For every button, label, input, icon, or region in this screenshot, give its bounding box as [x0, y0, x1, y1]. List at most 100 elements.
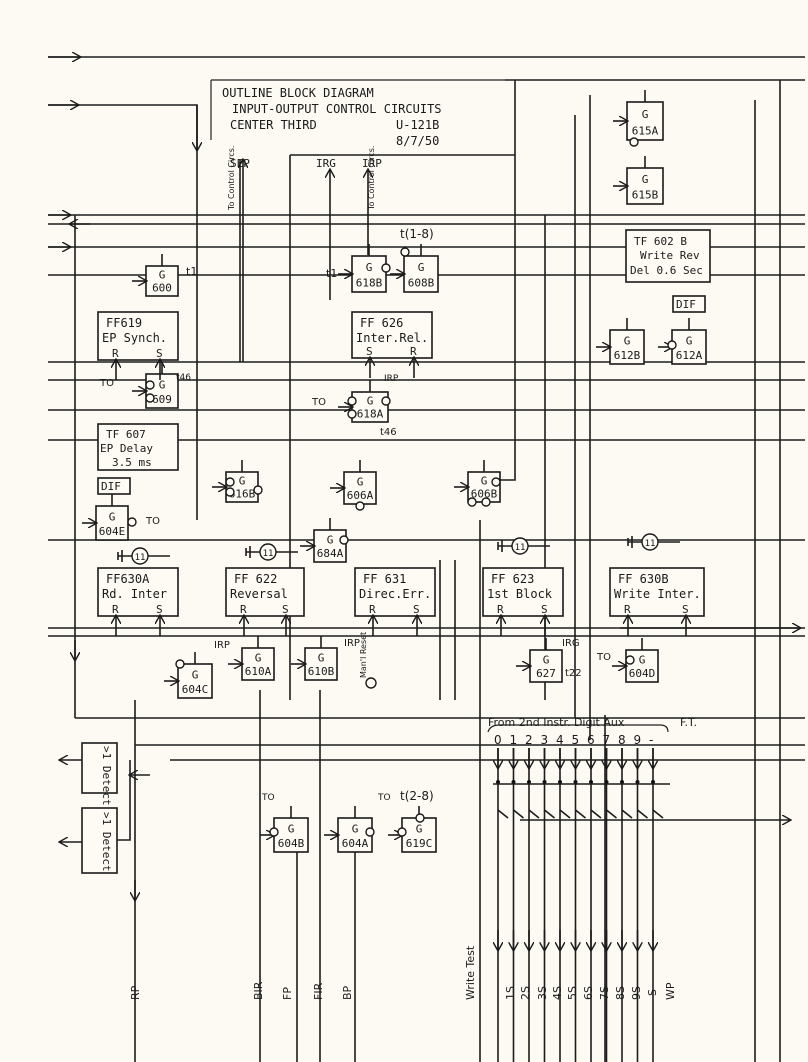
timing-to: TO	[261, 793, 275, 803]
gate-type: G	[416, 822, 423, 835]
gate-id: 610A	[245, 665, 272, 678]
timer-label: TF 602 B	[634, 235, 687, 248]
ff-label: FF 622	[234, 572, 277, 586]
ff-left-terminal: R	[369, 603, 376, 616]
bottom-signal: 2S	[519, 986, 532, 1000]
digit-line-0: 0	[494, 733, 509, 1062]
timer-desc: Write Rev	[640, 249, 700, 262]
gate-type: G	[327, 533, 334, 546]
gate-type: G	[288, 822, 295, 835]
digit-label: 3	[541, 733, 549, 747]
pulse-label: 11	[263, 549, 274, 559]
pulse-label: 11	[515, 543, 526, 553]
digit-label: -	[649, 733, 653, 747]
ff-desc: Inter.Rel.	[356, 331, 428, 345]
bottom-signal: 7S	[598, 986, 611, 1000]
bottom-signal: 9S	[630, 986, 643, 1000]
drawing-date: 8/7/50	[396, 134, 439, 148]
bottom-signal: WP	[664, 982, 677, 1000]
digit-label: 7	[603, 733, 611, 747]
timer-delay: Del 0.6 Sec	[630, 264, 703, 277]
detector-label: >1 Detect	[100, 746, 113, 806]
digit-line-6: 6	[587, 733, 602, 1062]
detector-1: >1 Detect	[81, 742, 118, 806]
timing-t46: t46	[176, 373, 191, 383]
ft-label: F.T.	[680, 716, 697, 729]
inhibit-input	[347, 396, 357, 406]
pulse-label: 11	[135, 553, 146, 563]
gate-id: 606A	[347, 489, 374, 502]
digit-line-7: 7	[603, 733, 617, 1062]
ff-right-terminal: S	[413, 603, 420, 616]
drawing-number: U-121B	[396, 118, 439, 132]
gate-type: G	[255, 651, 262, 664]
digit-label: 6	[587, 733, 595, 747]
digit-line-4: 4	[556, 733, 571, 1062]
digit-label: 5	[572, 733, 580, 747]
ff-desc: Write Inter.	[614, 587, 701, 601]
digit-line-3: 3	[541, 733, 555, 1062]
inhibit-input	[347, 409, 357, 419]
bottom-signal: Write Test	[464, 945, 477, 1000]
digit-line-1: 1	[510, 733, 524, 1062]
timing-to: TO	[145, 516, 160, 527]
gate-id: 615B	[632, 189, 659, 202]
pulse-source: 11	[245, 543, 298, 561]
timing-t46: t46	[380, 427, 397, 438]
signal-irg: IRG	[562, 638, 580, 649]
inhibit-input	[400, 247, 410, 257]
bottom-signal: BP	[341, 985, 354, 1000]
digit-line-8: 8	[618, 733, 633, 1062]
gate-type: G	[367, 395, 374, 408]
timing-t1-8: t(1-8)	[400, 227, 434, 241]
ff-left-terminal: S	[366, 345, 373, 358]
ff-desc: EP Synch.	[102, 331, 167, 345]
gate-id: 606B	[471, 488, 498, 501]
gate-type: G	[357, 475, 364, 488]
timer-tf607: TF 607 EP Delay 3.5 ms	[97, 423, 179, 471]
gate-id: 604A	[342, 837, 369, 850]
gate-id: 619C	[406, 837, 433, 850]
ff-right-terminal: R	[410, 345, 417, 358]
pulse-source: 11	[497, 537, 550, 555]
gate-id: 608B	[408, 277, 435, 290]
bottom-signal: 5S	[566, 986, 579, 1000]
inhibit-input	[269, 827, 279, 837]
digit-line-10: -	[649, 733, 664, 1062]
digit-label: 4	[556, 733, 564, 747]
digit-label: 9	[634, 733, 642, 747]
inhibit-input	[145, 393, 155, 403]
inhibit-input	[467, 497, 477, 507]
gate-type: G	[318, 651, 325, 664]
timing-t22: t22	[565, 668, 582, 679]
gate-id: 604E	[99, 525, 126, 538]
ff-left-terminal: R	[112, 347, 119, 360]
ff-left-terminal: R	[497, 603, 504, 616]
digit-line-9: 9	[634, 733, 648, 1062]
gate-type: G	[481, 475, 488, 488]
bottom-signal: 8S	[614, 986, 627, 1000]
gate-id: 618B	[356, 277, 383, 290]
dif-box-tf607: DIF	[97, 477, 131, 495]
gate-618b: G 618B	[338, 244, 387, 293]
ff-label: FF 630B	[618, 572, 669, 586]
inhibit-input	[381, 263, 391, 273]
gate-type: G	[366, 261, 373, 274]
inhibit-input	[667, 340, 677, 350]
ff-desc: Rd. Inter	[102, 587, 167, 601]
to-control-circs-2: To Control Circs.	[367, 146, 376, 211]
manual-reset-button[interactable]	[365, 677, 377, 689]
inhibit-input	[355, 501, 365, 511]
signal-irp: IRP	[384, 374, 399, 384]
gate-type: G	[352, 822, 359, 835]
digit-label: 2	[525, 733, 533, 747]
